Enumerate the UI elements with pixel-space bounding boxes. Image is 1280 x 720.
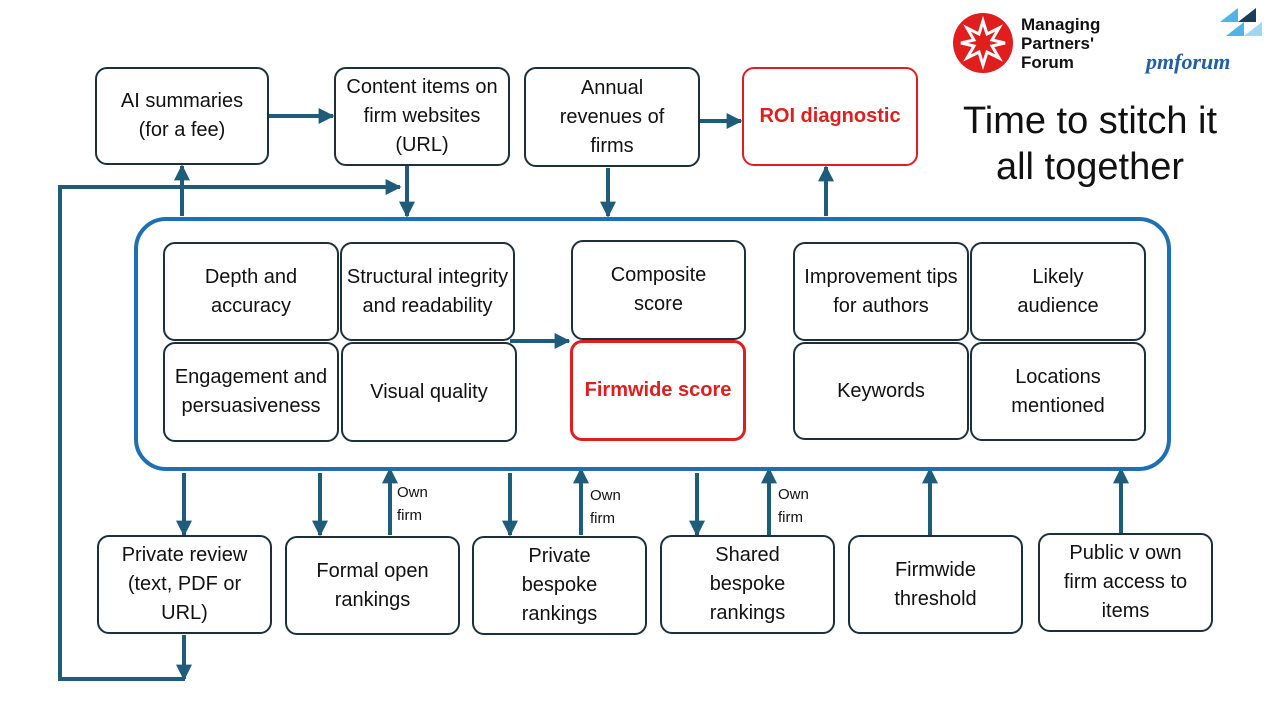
visual-quality-box: Visual quality: [341, 342, 517, 442]
engagement-box: Engagement and persuasiveness: [163, 342, 339, 442]
managing-partners-forum-logo-icon: [953, 13, 1013, 73]
improvement-tips-box: Improvement tips for authors: [793, 242, 969, 341]
pmforum-logo-text: pmforum: [1146, 49, 1231, 74]
firm-word: firm: [397, 507, 422, 524]
firm-word: firm: [590, 510, 615, 527]
structural-integrity-box: Structural integrity and readability: [340, 242, 515, 341]
mpf-logo-text: Managing Partners' Forum: [1021, 15, 1100, 72]
content-items-box: Content items on firm websites (URL): [334, 67, 510, 166]
pmforum-logo-icon: [1220, 8, 1262, 36]
keywords-box: Keywords: [793, 342, 969, 440]
own-firm-label-2: Own firm: [590, 484, 621, 530]
own-firm-label-1: Own firm: [397, 481, 428, 527]
likely-audience-box: Likely audience: [970, 242, 1146, 341]
mpf-line-2: Partners': [1021, 34, 1095, 53]
mpf-line-1: Managing: [1021, 15, 1101, 34]
firm-word: firm: [778, 509, 803, 526]
own-word: Own: [397, 484, 428, 501]
own-word: Own: [778, 486, 809, 503]
shared-bespoke-rankings-box: Shared bespoke rankings: [660, 535, 835, 634]
loop-private-review: [58, 179, 402, 681]
roi-diagnostic-box: ROI diagnostic: [742, 67, 918, 166]
formal-open-rankings-box: Formal open rankings: [285, 536, 460, 635]
public-access-box: Public v own firm access to items: [1038, 533, 1213, 632]
firmwide-threshold-box: Firmwide threshold: [848, 535, 1023, 634]
own-word: Own: [590, 487, 621, 504]
depth-accuracy-box: Depth and accuracy: [163, 242, 339, 341]
mpf-line-3: Forum: [1021, 53, 1074, 72]
scoring-engine-container: [134, 217, 1171, 471]
composite-score-box: Composite score: [571, 240, 746, 340]
private-bespoke-rankings-box: Private bespoke rankings: [472, 536, 647, 635]
firmwide-score-box: Firmwide score: [570, 340, 746, 441]
locations-mentioned-box: Locations mentioned: [970, 342, 1146, 441]
private-review-box: Private review (text, PDF or URL): [97, 535, 272, 634]
ai-summaries-box: AI summaries (for a fee): [95, 67, 269, 165]
annual-revenues-box: Annual revenues of firms: [524, 67, 700, 167]
slide-title: Time to stitch it all together: [962, 100, 1218, 188]
own-firm-label-3: Own firm: [778, 483, 809, 529]
